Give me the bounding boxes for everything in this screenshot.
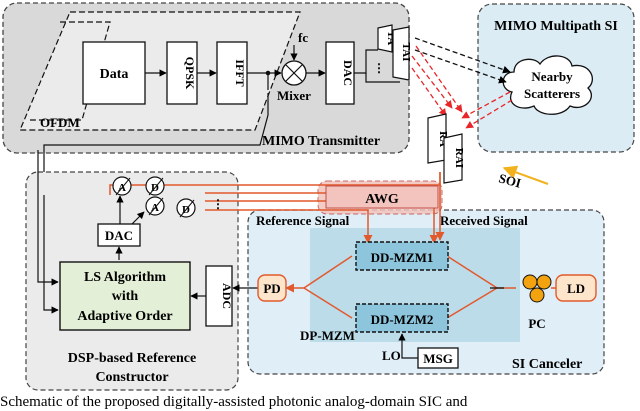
attenuator-2: A xyxy=(145,196,165,216)
svg-text:Data: Data xyxy=(100,67,129,82)
reference-signal-label: Reference Signal xyxy=(256,213,350,228)
svg-text:DAC: DAC xyxy=(341,60,355,86)
figure-caption: Schematic of the proposed digitally-assi… xyxy=(0,394,468,410)
data-block: Data xyxy=(82,41,146,105)
pd-block: PD xyxy=(257,274,287,302)
delay-2: D xyxy=(176,198,196,218)
svg-text:Constructor: Constructor xyxy=(95,370,168,385)
wireless-paths xyxy=(411,37,513,129)
dac-ref-block: DAC xyxy=(97,223,141,247)
lo-label: LO xyxy=(382,348,401,363)
ifft-block: IFFT xyxy=(216,41,248,105)
scatterers-cloud: Nearby Scatterers xyxy=(502,55,593,115)
svg-text:LS Algorithm: LS Algorithm xyxy=(84,270,166,285)
svg-text:DD-MZM1: DD-MZM1 xyxy=(371,250,434,265)
awg-block: AWG xyxy=(325,185,439,209)
mixer-label: Mixer xyxy=(277,88,311,103)
si-canceler-label: SI Canceler xyxy=(512,357,582,372)
dp-mzm-label: DP-MZM xyxy=(300,328,355,343)
svg-text:⋮: ⋮ xyxy=(212,197,224,211)
tx-antenna-tai: TAI xyxy=(392,26,412,81)
svg-text:with: with xyxy=(112,289,139,304)
mixer: Mixer xyxy=(277,60,311,103)
attenuator-1: A xyxy=(112,176,132,196)
svg-text:TAI: TAI xyxy=(400,43,412,62)
svg-text:DSP-based Reference: DSP-based Reference xyxy=(68,351,196,366)
svg-text:MSG: MSG xyxy=(423,351,453,366)
svg-text:Adaptive Order: Adaptive Order xyxy=(77,309,172,324)
polarization-controller: PC xyxy=(522,274,552,331)
rx-antenna-rai: RAI xyxy=(443,133,465,184)
mimo-transmitter-label: MIMO Transmitter xyxy=(262,134,380,149)
dd-mzm1-block: DD-MZM1 xyxy=(355,241,449,271)
ld-block: LD xyxy=(555,274,597,302)
svg-text:PD: PD xyxy=(263,281,280,296)
delay-1: D xyxy=(145,176,165,196)
ofdm-label: OFDM xyxy=(40,115,80,130)
svg-text:Scatterers: Scatterers xyxy=(524,86,580,101)
soi-label: SOI xyxy=(497,170,523,190)
soi-arrow xyxy=(502,165,549,185)
dd-mzm2-block: DD-MZM2 xyxy=(355,303,449,333)
received-signal-label: Received Signal xyxy=(440,213,528,228)
svg-text:RAI: RAI xyxy=(453,148,465,168)
svg-text:ADC: ADC xyxy=(220,283,234,309)
fc-label: fc xyxy=(298,30,308,45)
adc-block: ADC xyxy=(205,265,234,327)
svg-text:PC: PC xyxy=(528,316,545,331)
dac-tx-block: DAC xyxy=(325,41,355,105)
svg-text:DD-MZM2: DD-MZM2 xyxy=(371,312,434,327)
qpsk-block: QPSK xyxy=(166,41,198,105)
svg-text:IFFT: IFFT xyxy=(233,59,247,86)
msg-block: MSG xyxy=(417,347,459,369)
svg-text:DAC: DAC xyxy=(105,228,133,243)
mimo-multipath-label: MIMO Multipath SI xyxy=(494,19,618,34)
svg-text:QPSK: QPSK xyxy=(183,57,197,90)
svg-text:AWG: AWG xyxy=(365,192,399,207)
ls-algorithm-block: LS Algorithm with Adaptive Order xyxy=(59,261,191,331)
svg-text:LD: LD xyxy=(567,281,585,296)
svg-text:Nearby: Nearby xyxy=(531,69,573,84)
svg-text:⋮: ⋮ xyxy=(373,61,385,75)
